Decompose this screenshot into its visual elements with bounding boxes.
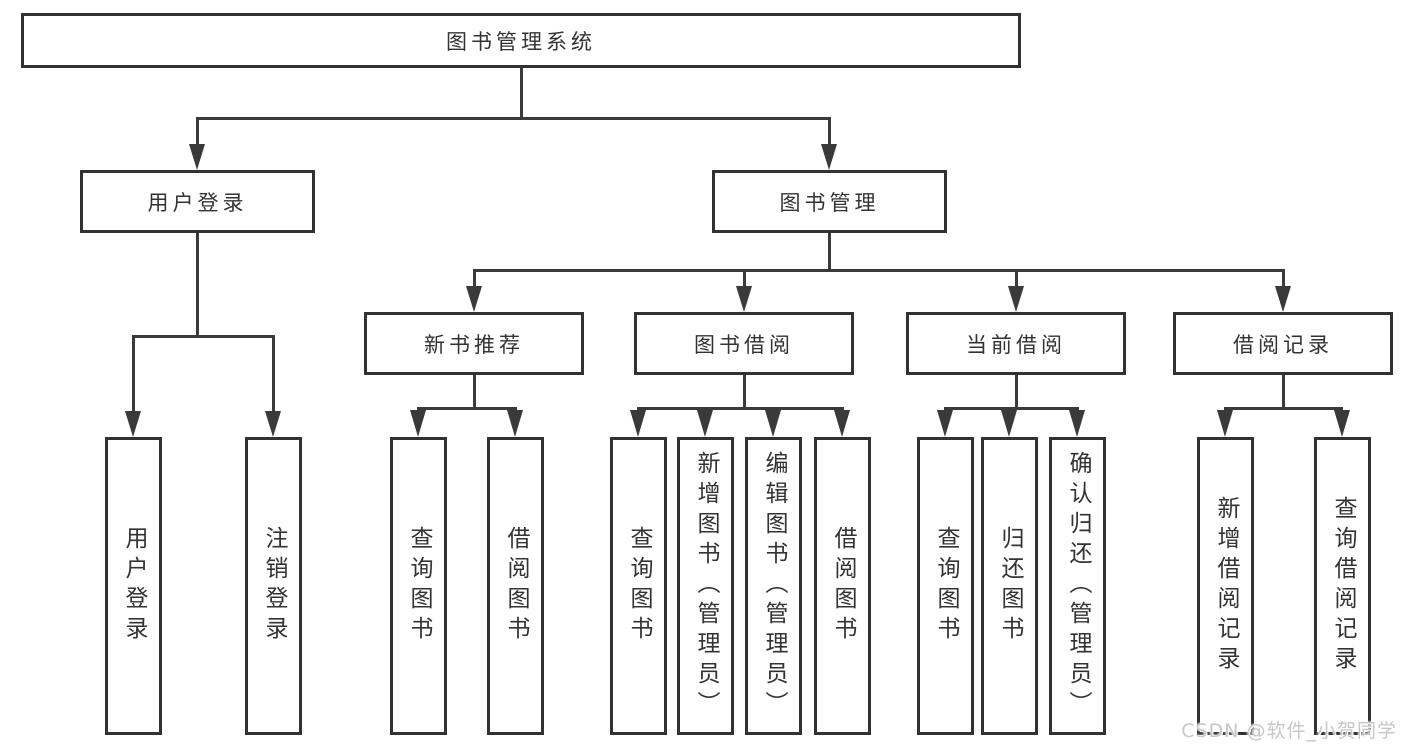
connector-line [472,269,476,288]
connector-line [828,233,831,269]
connector-line [196,117,199,146]
arrowhead-down-icon [735,286,752,312]
connector-line [519,68,523,120]
connector-line [1281,375,1285,407]
leaf-query-borrow-record: 查询借阅记录 [1314,437,1371,735]
node-borrowing-records: 借阅记录 [1173,312,1393,375]
leaf-label: 查询借阅记录 [1330,496,1356,676]
leaf-label: 借阅图书 [830,526,856,646]
connector-line [132,335,135,413]
arrowhead-down-icon [821,144,837,170]
node-book-management: 图书管理 [712,170,947,233]
node-user-login: 用户登录 [80,170,315,233]
arrowhead-down-icon [834,410,850,437]
arrowhead-down-icon [265,411,281,437]
arrowhead-down-icon [189,144,205,170]
arrowhead-down-icon [1274,286,1291,312]
node-library-management-system: 图书管理系统 [21,13,1021,68]
leaf-query-books-current: 查询图书 [917,437,974,735]
arrowhead-down-icon [1007,286,1024,312]
csdn-watermark: CSDN @软件_小贺同学 [1181,720,1397,742]
connector-line [472,269,1285,272]
arrowhead-down-icon [1001,410,1017,437]
arrowhead-down-icon [1334,410,1350,437]
leaf-label: 注销登录 [261,526,287,646]
node-label: 图书管理 [779,190,880,215]
node-new-book-recommendation: 新书推荐 [364,312,584,375]
leaf-borrow-books-borrowing: 借阅图书 [814,437,871,735]
connector-line [196,233,199,335]
leaf-add-books-admin: 新增图书（管理员） [677,437,734,735]
arrowhead-down-icon [1217,410,1233,437]
leaf-logout: 注销登录 [245,437,302,735]
leaf-query-books-recommend: 查询图书 [390,437,447,735]
leaf-label: 归还图书 [997,526,1023,646]
leaf-label: 查询图书 [406,526,432,646]
node-label: 当前借阅 [966,332,1066,357]
node-label: 借阅记录 [1233,332,1333,357]
leaf-label: 借阅图书 [503,526,529,646]
leaf-user-login: 用户登录 [105,437,162,735]
leaf-borrow-books-recommend: 借阅图书 [487,437,544,735]
leaf-label: 新增借阅记录 [1213,496,1239,676]
leaf-label: 查询图书 [933,526,959,646]
connector-line [742,269,746,288]
arrowhead-down-icon [765,410,781,437]
arrowhead-down-icon [1069,410,1085,437]
connector-line [417,407,517,410]
node-label: 用户登录 [147,190,248,215]
arrowhead-down-icon [507,410,523,437]
connector-line [1224,407,1343,410]
arrowhead-down-icon [937,410,953,437]
connector-line [742,375,746,407]
leaf-label: 确认归还（管理员） [1065,451,1091,721]
arrowhead-down-icon [697,410,713,437]
connector-line [828,117,831,146]
arrowhead-down-icon [630,410,646,437]
arrowhead-down-icon [125,411,141,437]
connector-line [944,407,1079,410]
leaf-return-books: 归还图书 [981,437,1038,735]
connector-line [637,407,844,410]
connector-line [1281,269,1285,288]
connector-line [472,375,476,407]
connector-line [196,117,831,120]
leaf-query-books-borrowing: 查询图书 [610,437,667,735]
connector-line [132,335,275,338]
arrowhead-down-icon [410,410,426,437]
connector-line [1014,269,1018,288]
leaf-edit-books-admin: 编辑图书（管理员） [745,437,802,735]
leaf-label: 用户登录 [121,526,147,646]
node-label: 图书借阅 [694,332,794,357]
leaf-label: 查询图书 [626,526,652,646]
leaf-label: 新增图书（管理员） [693,451,719,721]
connector-line [1014,375,1018,407]
arrowhead-down-icon [465,286,482,312]
node-book-borrowing: 图书借阅 [634,312,854,375]
node-label: 新书推荐 [424,332,524,357]
connector-line [272,335,275,413]
leaf-add-borrow-record: 新增借阅记录 [1197,437,1254,735]
leaf-confirm-return-admin: 确认归还（管理员） [1049,437,1106,735]
node-current-borrowing: 当前借阅 [906,312,1126,375]
leaf-label: 编辑图书（管理员） [761,451,787,721]
node-label: 图书管理系统 [446,29,596,54]
